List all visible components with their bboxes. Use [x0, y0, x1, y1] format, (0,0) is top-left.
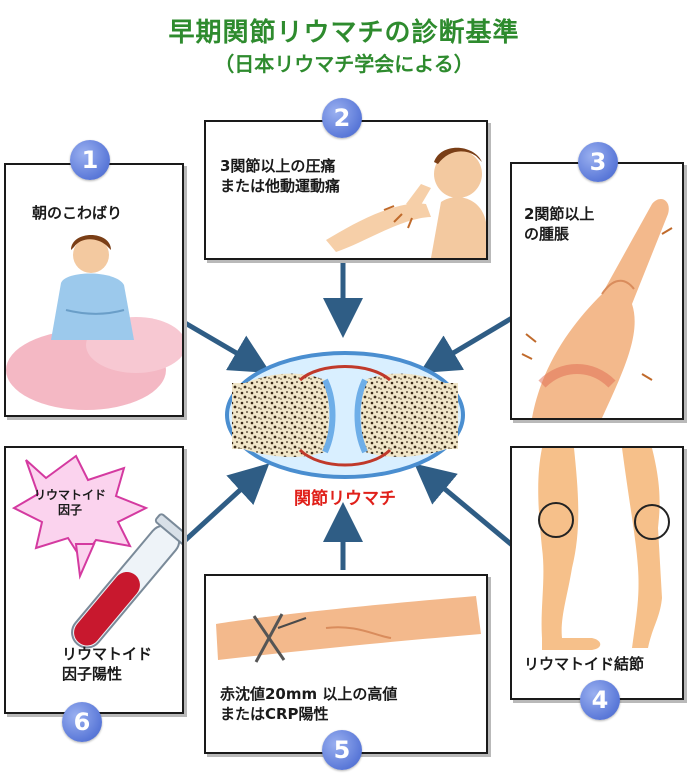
criterion-4-text: リウマトイド結節	[524, 655, 645, 673]
criterion-3-badge: 3	[578, 142, 618, 182]
arrows	[178, 258, 514, 570]
esr-crp-illustration	[216, 596, 481, 663]
criterion-2-panel: 3関節以上の圧痛 または他動運動痛	[204, 120, 488, 260]
center-label: 関節リウマチ	[294, 489, 396, 509]
criterion-4-badge: 4	[580, 680, 620, 720]
criterion-5-text: 赤沈値20mm 以上の高値 またはCRP陽性	[220, 685, 398, 723]
tenderness-illustration	[326, 147, 486, 258]
criterion-6-panel: リウマトイド 因子 リウマトイド 因子陽性	[4, 446, 184, 714]
swelling-illustration	[521, 199, 673, 418]
criterion-5-badge: 5	[322, 730, 362, 770]
criterion-3-text: 2関節以上 の腫脹	[524, 205, 595, 243]
rheumatoid-factor-illustration	[11, 454, 182, 649]
arrow-from-6	[178, 463, 270, 547]
criterion-6-text: リウマトイド 因子陽性	[62, 645, 153, 683]
criterion-6-badge: 6	[62, 702, 102, 742]
page-subtitle: （日本リウマチ学会による）	[214, 52, 474, 76]
arrow-from-1	[178, 317, 271, 374]
arrow-from-4	[414, 463, 514, 547]
page-title: 早期関節リウマチの診断基準	[168, 18, 520, 48]
criterion-2-text: 3関節以上の圧痛 または他動運動痛	[220, 157, 341, 195]
morning-stiffness-illustration	[6, 235, 182, 410]
criterion-3-panel: 2関節以上 の腫脹	[510, 162, 684, 420]
arrow-from-3	[419, 315, 514, 374]
joint-illustration	[225, 351, 465, 479]
criterion-2-badge: 2	[322, 98, 362, 138]
criterion-1-text: 朝のこわばり	[32, 204, 123, 222]
criterion-1-badge: 1	[70, 140, 110, 180]
criterion-5-panel: 赤沈値20mm 以上の高値 またはCRP陽性	[204, 574, 488, 754]
rheumatoid-nodule-illustration	[538, 448, 670, 650]
criterion-1-panel: 朝のこわばり	[4, 163, 184, 417]
test-tube-label: リウマトイド 因子	[34, 488, 107, 517]
criterion-4-panel: リウマトイド結節	[510, 446, 684, 700]
